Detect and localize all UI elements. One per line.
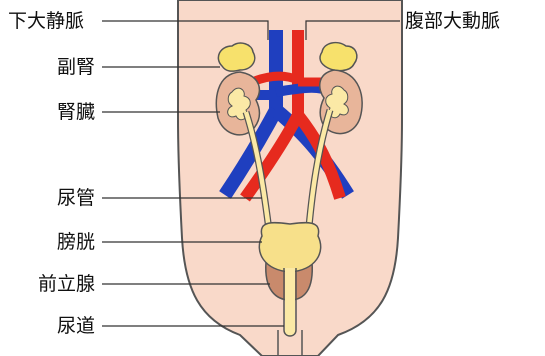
label-bladder: 膀胱: [57, 231, 95, 253]
label-adrenal: 副腎: [57, 56, 95, 78]
urethra: [284, 268, 296, 336]
label-ureter: 尿管: [57, 187, 95, 209]
label-kidney: 腎臓: [57, 101, 95, 123]
label-prostate: 前立腺: [38, 273, 95, 295]
urethra-tip: [284, 330, 296, 336]
label-aorta: 腹部大動脈: [405, 10, 500, 32]
label-urethra: 尿道: [57, 315, 95, 337]
urethra-fill: [285, 268, 295, 330]
adrenal-gland-right: [320, 43, 357, 71]
urinary-bladder: [259, 223, 320, 272]
label-ivc: 下大静脈: [8, 10, 84, 32]
adrenal-gland-left: [218, 43, 254, 71]
